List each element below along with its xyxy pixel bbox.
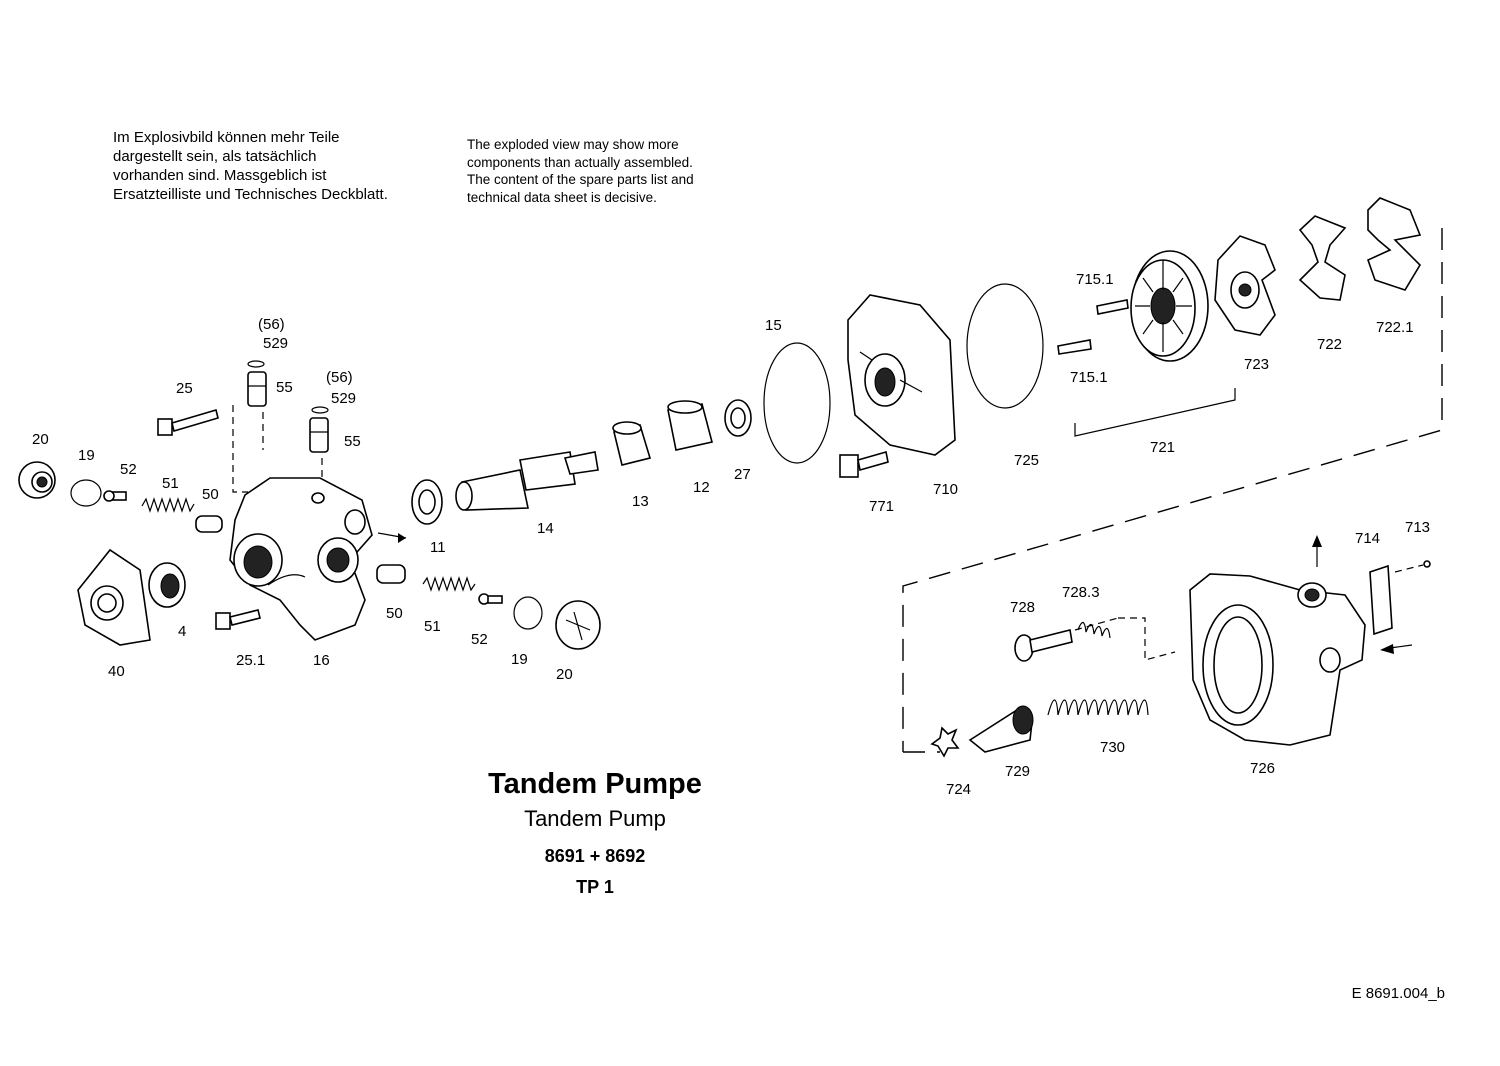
shaft-part-14 [455, 451, 599, 511]
rotor-part-721 [1130, 250, 1209, 362]
bushing-part-13 [612, 421, 652, 466]
spring-part-51 [141, 497, 195, 513]
pump-housing-part-16 [229, 477, 373, 641]
oring-part-19-bottom [513, 596, 543, 630]
label-14: 14 [537, 520, 554, 537]
label-729: 729 [1005, 763, 1030, 780]
label-27: 27 [734, 466, 751, 483]
label-722: 722 [1317, 336, 1342, 353]
label-51-right: 51 [424, 618, 441, 635]
label-25: 25 [176, 380, 193, 397]
label-13: 13 [632, 493, 649, 510]
seal-part-4 [148, 562, 186, 608]
label-715-1-bottom: 715.1 [1070, 369, 1108, 386]
gasket-part-722 [1298, 215, 1347, 301]
spring-part-728-3 [1077, 621, 1111, 639]
label-12: 12 [693, 479, 710, 496]
label-56-b: (56) [326, 369, 353, 386]
plug-part-55-a [247, 360, 267, 407]
label-56-a: (56) [258, 316, 285, 333]
bolt-part-771 [839, 450, 889, 478]
bolt-part-25-1 [215, 609, 261, 630]
star-washer-part-724 [930, 726, 960, 758]
nut-part-20-bottom [555, 600, 601, 650]
label-529-a: 529 [263, 335, 288, 352]
label-11: 11 [430, 539, 446, 556]
pin-part-715-1-b [1057, 339, 1092, 355]
screw-part-52 [103, 490, 127, 502]
label-55-b: 55 [344, 433, 361, 450]
label-529-b: 529 [331, 390, 356, 407]
label-25-1: 25.1 [236, 652, 265, 669]
label-713: 713 [1405, 519, 1430, 536]
label-728-3: 728.3 [1062, 584, 1100, 601]
oring-part-725 [966, 283, 1044, 409]
label-726: 726 [1250, 760, 1275, 777]
gasket-part-722-1 [1367, 197, 1422, 291]
label-714: 714 [1355, 530, 1380, 547]
model-numbers: 8691 + 8692 [544, 846, 646, 866]
flange-part-40 [77, 548, 151, 646]
screw-part-713 [1394, 560, 1431, 573]
label-15: 15 [765, 317, 782, 334]
plate-part-723 [1214, 235, 1276, 336]
housing-part-726 [1189, 573, 1366, 746]
label-52-right: 52 [471, 631, 488, 648]
valve-body-part-729 [968, 705, 1034, 753]
nut-part-20 [18, 461, 56, 499]
label-730: 730 [1100, 739, 1125, 756]
washer-part-27 [724, 399, 752, 437]
label-16: 16 [313, 652, 330, 669]
label-721: 721 [1150, 439, 1175, 456]
note-german: Im Explosivbild können mehr Teile darges… [113, 129, 388, 203]
label-722-1: 722.1 [1376, 319, 1414, 336]
title-german: Tandem Pumpe [488, 768, 702, 800]
label-55-a: 55 [276, 379, 293, 396]
label-50-left: 50 [202, 486, 219, 503]
label-19-left: 19 [78, 447, 95, 464]
label-52-left: 52 [120, 461, 137, 478]
screw-part-52-bottom [478, 593, 503, 605]
bushing-part-12 [667, 400, 713, 451]
valve-part-50-bottom [376, 564, 406, 584]
label-50-right: 50 [386, 605, 403, 622]
label-723: 723 [1244, 356, 1269, 373]
plug-part-55-b [309, 406, 329, 453]
label-4: 4 [178, 623, 186, 640]
label-40: 40 [108, 663, 125, 680]
spring-part-730 [1047, 699, 1149, 716]
bracket-part-721 [1074, 388, 1236, 437]
washer-part-11 [411, 479, 443, 525]
label-20-left: 20 [32, 431, 49, 448]
label-19-right: 19 [511, 651, 528, 668]
label-728: 728 [1010, 599, 1035, 616]
spring-part-51-bottom [422, 576, 476, 592]
label-710: 710 [933, 481, 958, 498]
bolt-part-25 [157, 408, 219, 436]
model-code: TP 1 [576, 877, 614, 897]
valve-part-50-top [195, 515, 223, 533]
label-20-right: 20 [556, 666, 573, 683]
valve-part-728 [1014, 629, 1073, 662]
drawing-reference: E 8691.004_b [1351, 985, 1445, 1002]
label-715-1-top: 715.1 [1076, 271, 1114, 288]
dashed-guide-frame [902, 228, 1443, 752]
oring-part-19 [70, 479, 102, 507]
plate-part-714 [1369, 564, 1393, 636]
label-725: 725 [1014, 452, 1039, 469]
title-english: Tandem Pump [524, 806, 666, 831]
oring-part-15 [763, 342, 831, 464]
pin-part-715-1-a [1096, 299, 1129, 315]
cover-part-710 [847, 294, 956, 456]
label-724: 724 [946, 781, 971, 798]
label-771: 771 [869, 498, 894, 515]
label-51-left: 51 [162, 475, 179, 492]
flow-arrow-left [1389, 644, 1413, 649]
note-english: The exploded view may show more componen… [467, 137, 694, 205]
